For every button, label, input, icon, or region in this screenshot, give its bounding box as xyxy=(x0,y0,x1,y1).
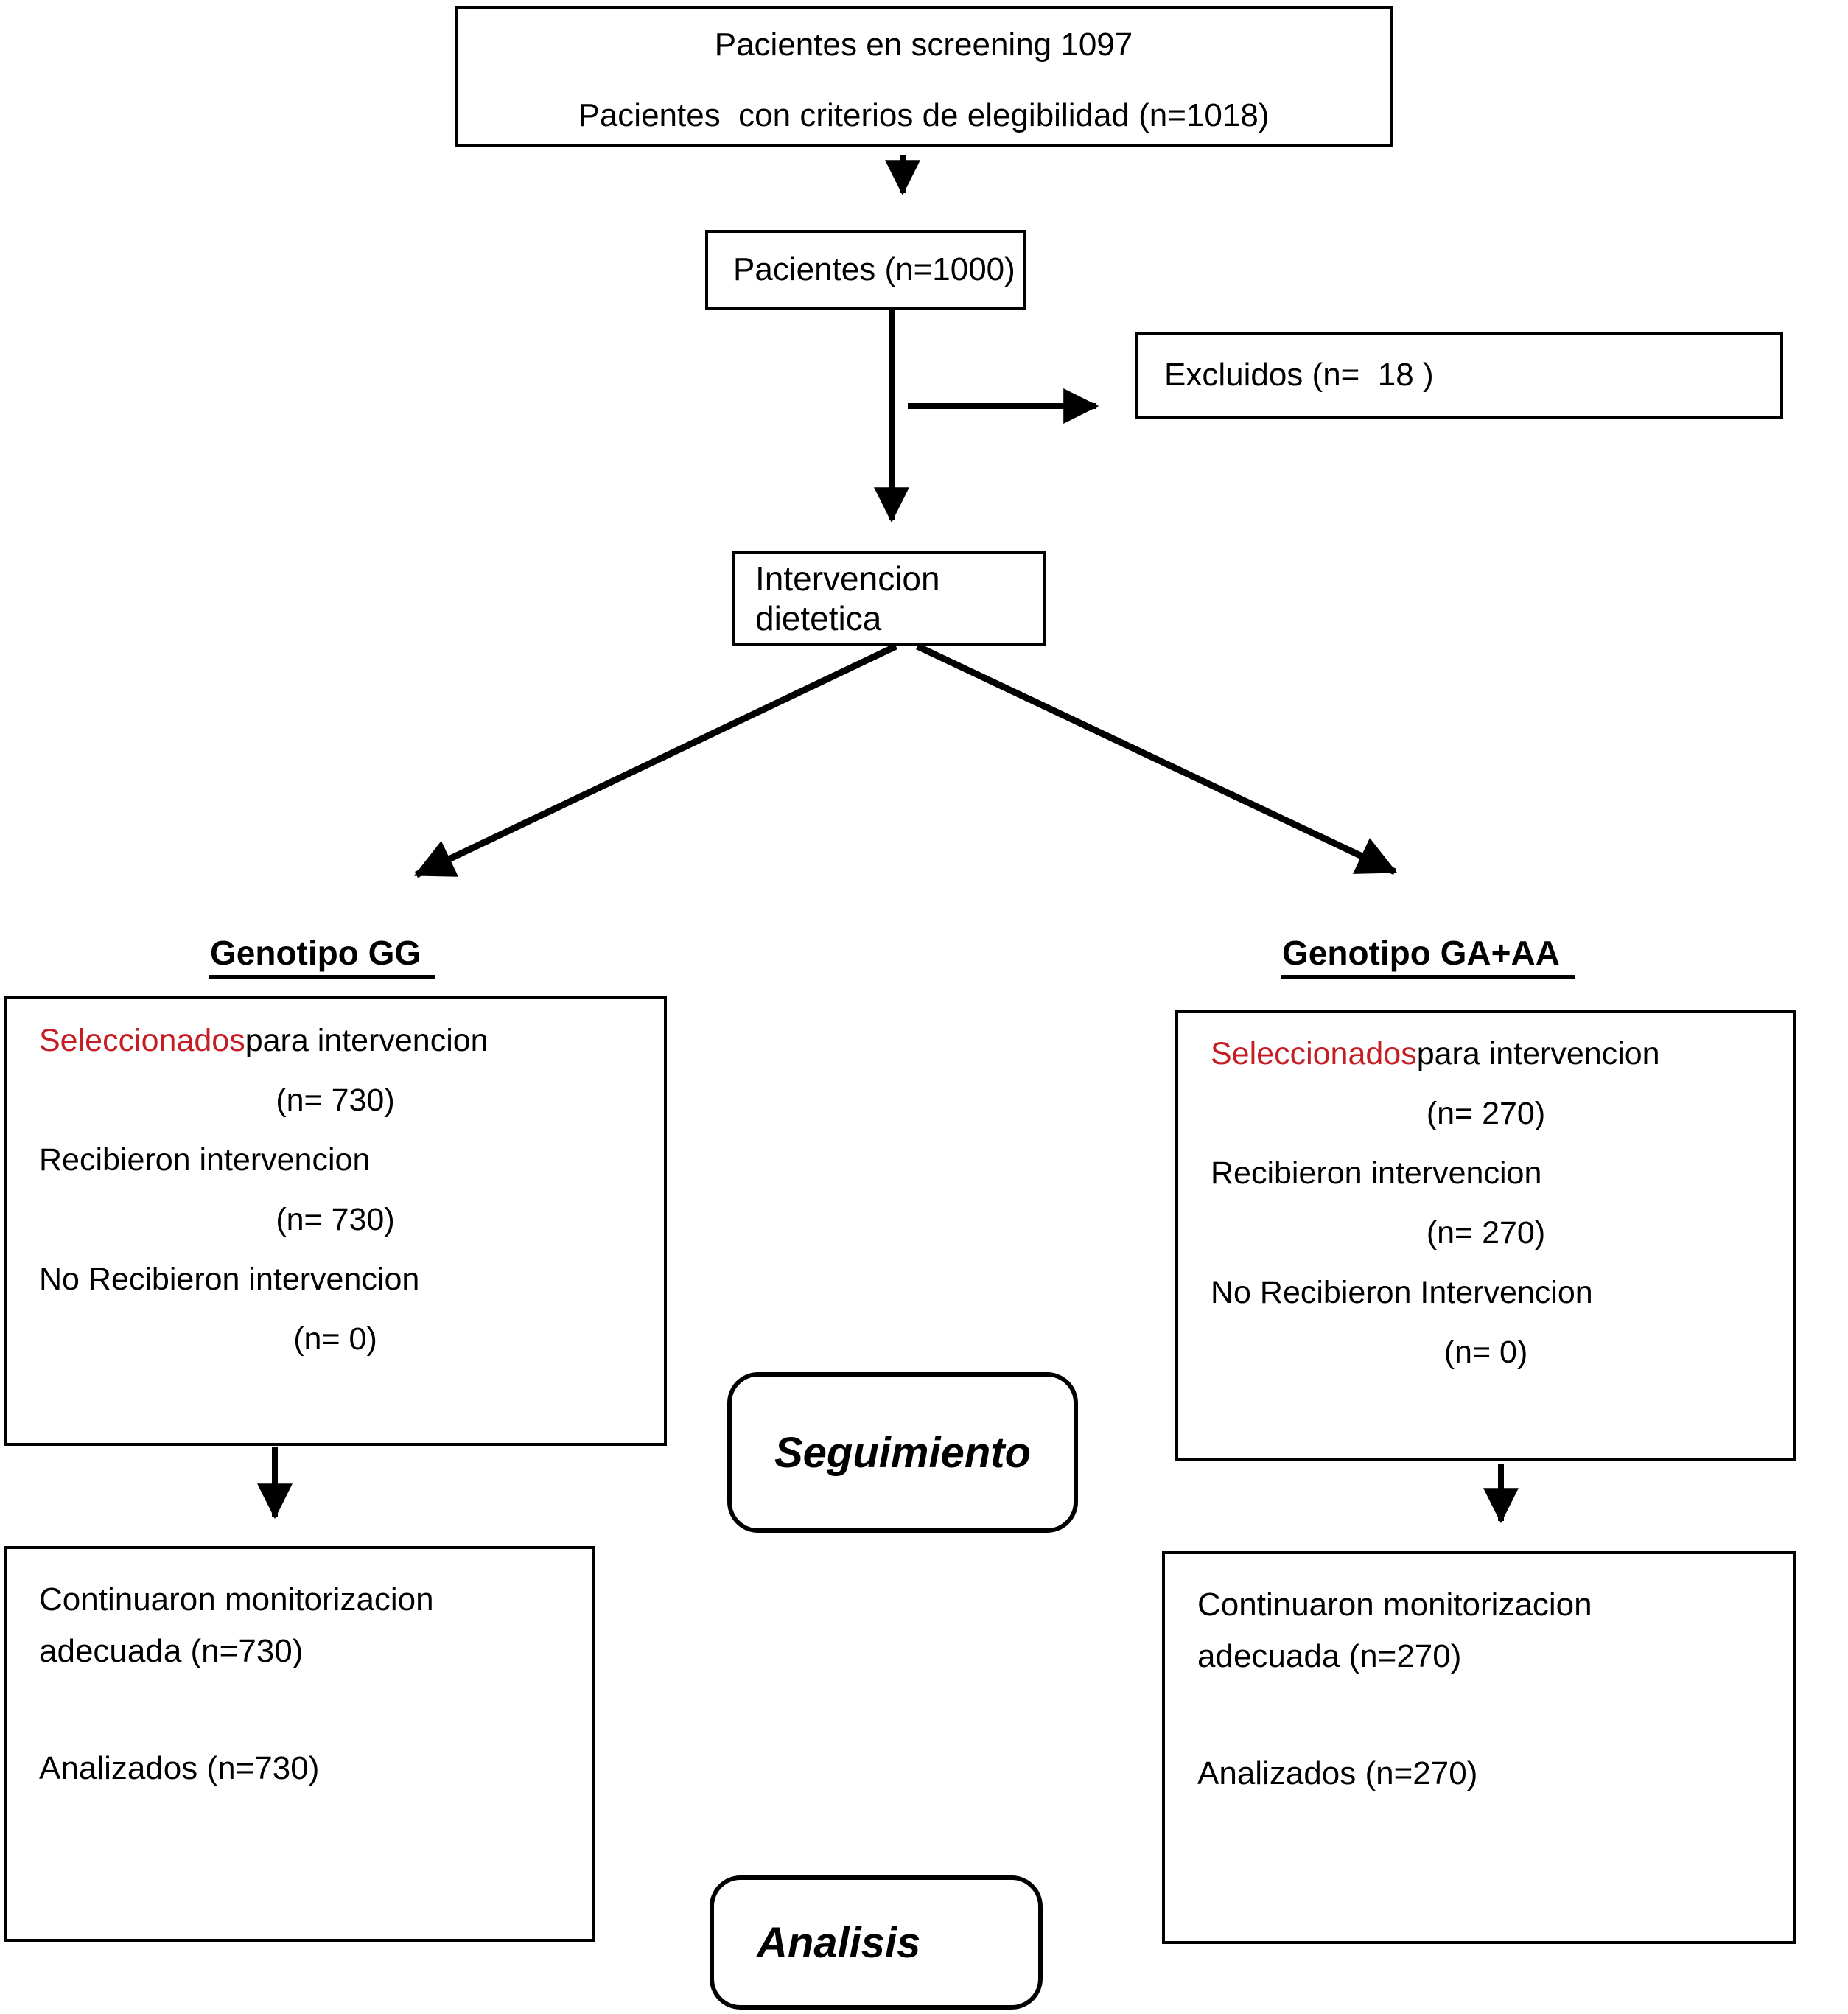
screening-line2: Pacientes con criterios de elegibilidad … xyxy=(578,97,1270,133)
seguimiento-label: Seguimiento xyxy=(774,1428,1032,1477)
gaaa-monitorizacion-line1: Continuaron monitorizacion xyxy=(1197,1587,1592,1623)
heading-genotipo-gg: Genotipo GG xyxy=(209,934,436,979)
gaaa-seleccionados-rest: para intervencion xyxy=(1416,1036,1660,1071)
gg-n-recibieron: (n= 730) xyxy=(276,1202,395,1237)
gg-no-recibieron: No Recibieron intervencion xyxy=(39,1262,420,1297)
excluidos-box: Excluidos (n= 18 ) xyxy=(1135,332,1783,419)
gaaa-followup-box: Continuaron monitorizacion adecuada (n=2… xyxy=(1162,1551,1796,1944)
gg-followup-box: Continuaron monitorizacion adecuada (n=7… xyxy=(4,1546,595,1942)
gaaa-monitorizacion: Continuaron monitorizacion adecuada (n=2… xyxy=(1197,1579,1713,1683)
gg-selection-box: Seleccionados para intervencion (n= 730)… xyxy=(4,996,667,1446)
excluidos-label: Excluidos (n= 18 ) xyxy=(1164,357,1434,393)
gg-analizados: Analizados (n=730) xyxy=(39,1749,320,1786)
gaaa-n-recibieron: (n= 270) xyxy=(1426,1215,1546,1251)
gaaa-n-no-recibieron: (n= 0) xyxy=(1443,1335,1528,1370)
pacientes-box: Pacientes (n=1000) xyxy=(705,230,1026,310)
heading-genotipo-gaaa: Genotipo GA+AA xyxy=(1281,934,1575,979)
gaaa-analizados: Analizados (n=270) xyxy=(1197,1755,1478,1791)
gg-seleccionados-line: Seleccionados para intervencion xyxy=(7,1011,664,1071)
gaaa-seleccionados-highlight: Seleccionados xyxy=(1211,1036,1417,1071)
gaaa-monitorizacion-line2: adecuada (n=270) xyxy=(1197,1638,1462,1675)
screening-line1: Pacientes en screening 1097 xyxy=(714,27,1133,63)
seguimiento-phase-box: Seguimiento xyxy=(727,1372,1078,1533)
gaaa-no-recibieron: No Recibieron Intervencion xyxy=(1211,1275,1593,1310)
gg-recibieron: Recibieron intervencion xyxy=(39,1142,371,1178)
arrow-intervencion-to-gg xyxy=(413,643,897,878)
pacientes-label: Pacientes (n=1000) xyxy=(733,251,1015,287)
gg-n-no-recibieron: (n= 0) xyxy=(293,1321,377,1357)
gg-seleccionados-rest: para intervencion xyxy=(245,1023,489,1058)
intervencion-label: Intervencion dietetica xyxy=(755,559,940,637)
gg-monitorizacion-line2: adecuada (n=730) xyxy=(39,1633,304,1670)
arrow-intervencion-to-gaaa xyxy=(916,643,1398,875)
gaaa-recibieron: Recibieron intervencion xyxy=(1211,1155,1542,1191)
gg-monitorizacion-line1: Continuaron monitorizacion xyxy=(39,1581,434,1618)
analisis-phase-box: Analisis xyxy=(710,1875,1043,2010)
gaaa-selection-box: Seleccionados para intervencion (n= 270)… xyxy=(1175,1010,1796,1461)
gg-n-seleccionados: (n= 730) xyxy=(276,1083,395,1118)
gaaa-seleccionados-line: Seleccionados para intervencion xyxy=(1178,1024,1793,1084)
gg-seleccionados-highlight: Seleccionados xyxy=(39,1023,245,1058)
screening-box: Pacientes en screening 1097 Pacientes co… xyxy=(455,6,1393,147)
gg-monitorizacion: Continuaron monitorizacion adecuada (n=7… xyxy=(39,1574,555,1678)
gaaa-n-seleccionados: (n= 270) xyxy=(1426,1096,1546,1131)
intervencion-box: Intervencion dietetica xyxy=(732,551,1046,646)
analisis-label: Analisis xyxy=(757,1918,921,1967)
